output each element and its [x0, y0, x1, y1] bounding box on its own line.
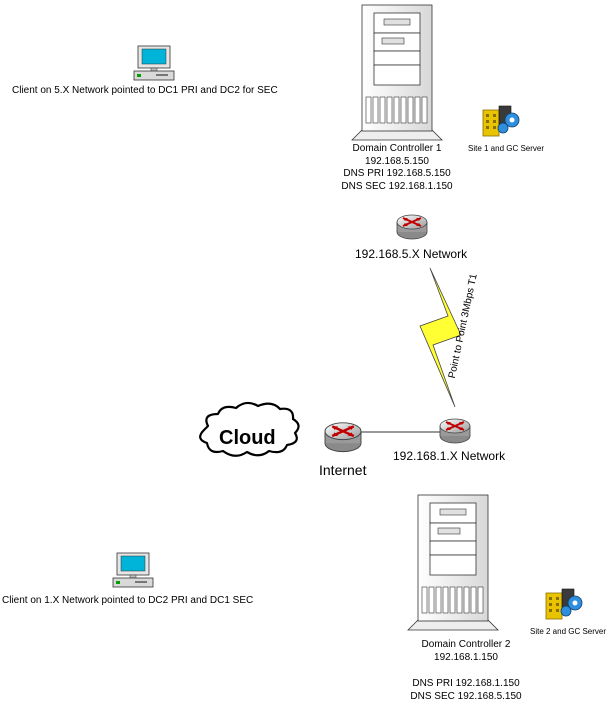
site2-building-icon	[545, 588, 583, 620]
dc2-server-icon	[407, 494, 499, 631]
client-bottom-computer-icon	[112, 552, 154, 588]
client-top-label: Client on 5.X Network pointed to DC1 PRI…	[12, 85, 278, 96]
dc1-ip: 192.168.5.150	[365, 155, 429, 167]
dc2-ip: 192.168.1.150	[434, 651, 498, 663]
dc1-dns-pri: DNS PRI 192.168.5.150	[343, 168, 451, 179]
dc2-dns-pri: DNS PRI 192.168.1.150	[412, 678, 520, 689]
dc1-dns-sec: DNS SEC 192.168.1.150	[341, 180, 453, 192]
site1-building-icon	[482, 105, 520, 137]
cloud-label: Cloud	[219, 427, 276, 449]
network-5x-label: 192.168.5.X Network	[355, 247, 468, 261]
internet-router-icon	[323, 421, 363, 453]
site2-label: Site 2 and GC Server	[530, 627, 607, 636]
dc1-name: Domain Controller 1	[352, 143, 442, 154]
dc2-caption: Domain Controller 2 192.168.1.150 DNS PR…	[393, 639, 539, 703]
dc1-caption: Domain Controller 1 192.168.5.150 DNS PR…	[330, 143, 464, 193]
client-bottom-label: Client on 1.X Network pointed to DC2 PRI…	[2, 595, 254, 606]
cloud-icon	[199, 401, 300, 457]
t1-lightning-icon	[419, 267, 462, 408]
router-5x-icon	[396, 214, 428, 240]
dc1-server-icon	[351, 4, 443, 141]
network-1x-label: 192.168.1.X Network	[393, 449, 506, 463]
client-top-computer-icon	[133, 45, 175, 81]
internet-label: Internet	[319, 462, 367, 478]
dc2-dns-sec: DNS SEC 192.168.5.150	[410, 690, 522, 702]
router-1x-icon	[439, 418, 471, 444]
dc2-name: Domain Controller 2	[421, 639, 511, 650]
site1-label: Site 1 and GC Server	[468, 144, 545, 153]
